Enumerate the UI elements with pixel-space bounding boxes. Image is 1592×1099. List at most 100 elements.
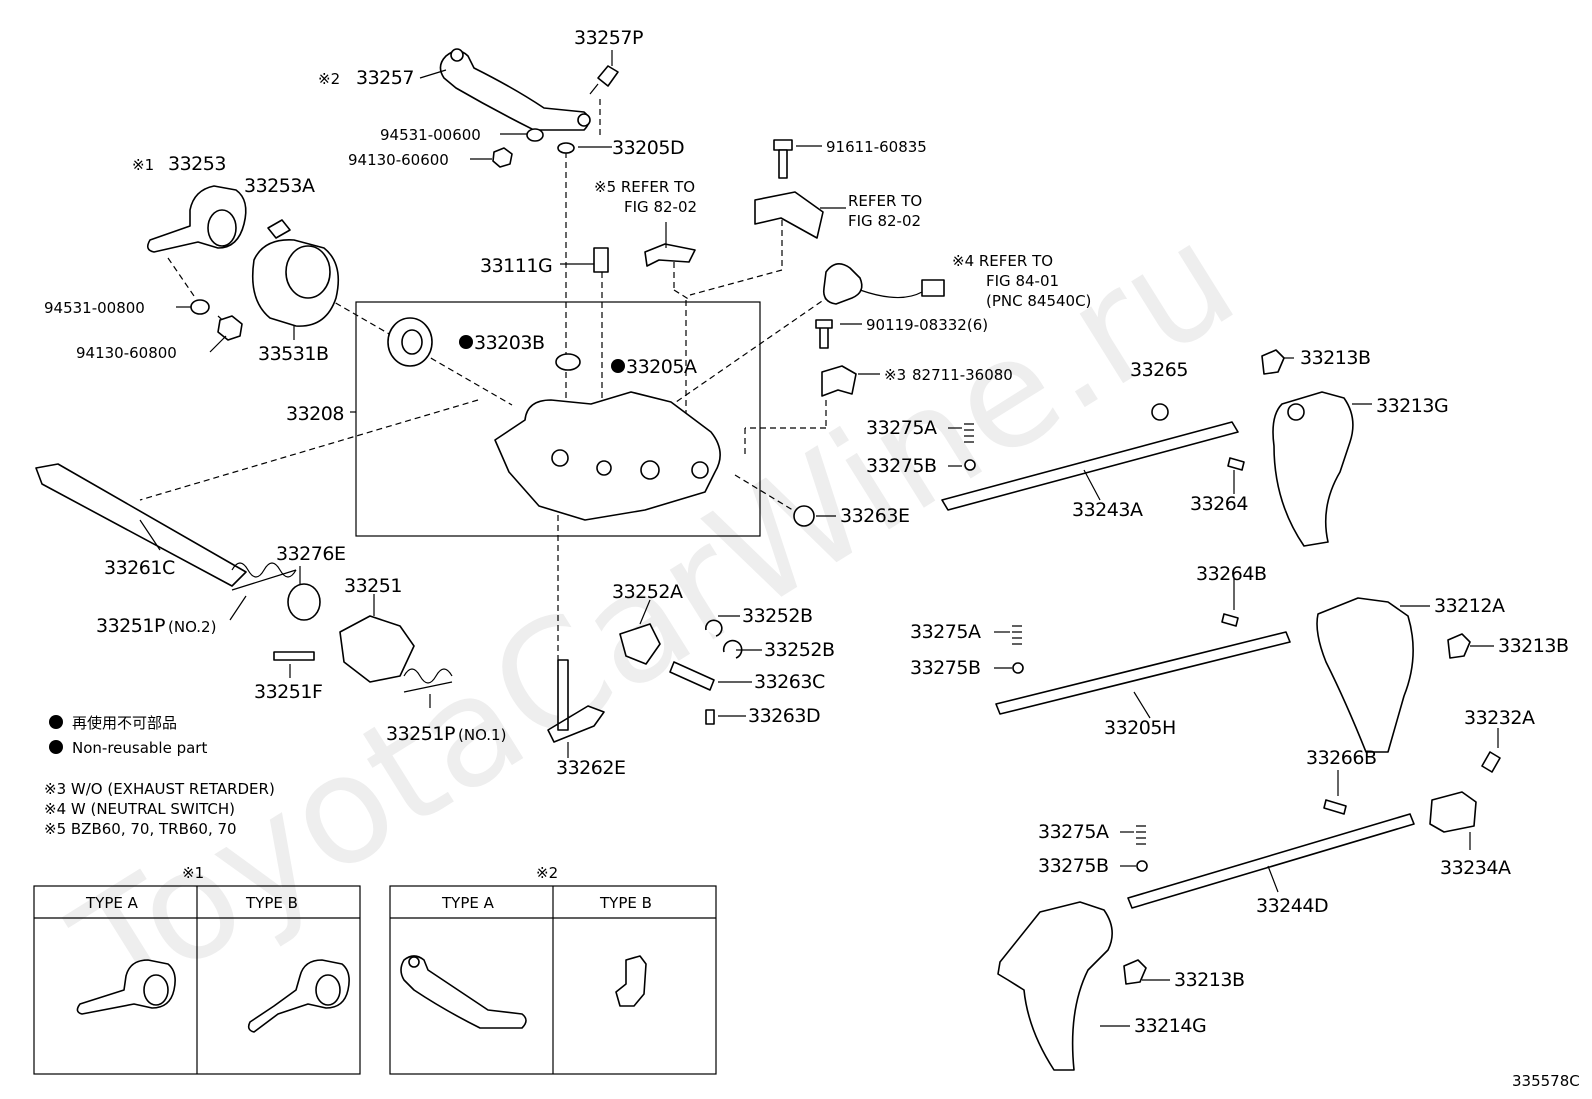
label-33263C: 33263C [754, 671, 825, 693]
label-33265: 33265 [1130, 359, 1188, 381]
label-33205A: 33205A [626, 356, 697, 378]
note-3: ※3 W/O (EXHAUST RETARDER) [44, 780, 275, 798]
label-33275A-a: 33275A [866, 417, 937, 439]
label-33203B: 33203B [474, 332, 544, 354]
label-82711-36080: 82711-36080 [912, 366, 1013, 384]
legend-en: Non-reusable part [72, 739, 207, 757]
spring-33251P-no2 [231, 562, 297, 591]
table1-mark: ※1 [182, 864, 204, 882]
collar-33263E [793, 505, 815, 527]
pin-33263C [669, 661, 715, 691]
label-33263D: 33263D [748, 705, 820, 727]
spring-33275A-b [1012, 625, 1022, 645]
label-33205D: 33205D [612, 137, 684, 159]
label-94531-00600: 94531-00600 [380, 126, 481, 144]
bolt-33213B-bottom [1123, 959, 1147, 985]
figure-code: 335578C [1512, 1072, 1580, 1090]
label-33252B-a: 33252B [742, 605, 812, 627]
mark-33253: ※1 [132, 156, 154, 174]
fork-33214G [997, 901, 1113, 1071]
housing-33208 [494, 391, 721, 521]
label-leaders [139, 50, 1499, 1027]
table2-mark: ※2 [536, 864, 558, 882]
label-33262E: 33262E [556, 757, 625, 779]
label-91611-60835: 91611-60835 [826, 138, 927, 156]
table1-col-a: TYPE A [85, 894, 139, 912]
shift-arm-33257 [439, 50, 590, 131]
spring-33251P-no1 [403, 668, 453, 693]
bolt-33213B-top [1261, 349, 1285, 375]
label-33257: 33257 [356, 67, 414, 89]
arm-type-a [400, 955, 527, 1029]
washer-94531-00800 [190, 299, 210, 315]
label-33276E: 33276E [276, 543, 345, 565]
bolt-91611-60835 [773, 139, 793, 151]
label-33253: 33253 [168, 153, 226, 175]
label-33251P-no2-suffix: (NO.2) [168, 618, 216, 636]
label-33251: 33251 [344, 575, 402, 597]
lever-33262E [547, 659, 605, 743]
label-90119-08332: 90119-08332(6) [866, 316, 988, 334]
pin-33264B [1221, 613, 1239, 627]
label-33264B: 33264B [1196, 563, 1266, 585]
table1-col-b: TYPE B [245, 894, 298, 912]
label-33234A: 33234A [1440, 857, 1511, 879]
bracket-refer-5 [644, 243, 696, 267]
bracket-82711-36080 [821, 365, 857, 397]
bushing-33205A [555, 353, 581, 371]
washer-94531-00600 [526, 128, 544, 142]
mark-33257: ※2 [318, 70, 340, 88]
legend-dot-en [49, 740, 63, 754]
refer-line1: REFER TO [848, 192, 922, 210]
clip-33252B-a [705, 619, 723, 637]
label-33264: 33264 [1190, 493, 1248, 515]
pin-33263D [705, 709, 715, 725]
label-33213B-bottom: 33213B [1174, 969, 1244, 991]
bushing-33276E [287, 583, 321, 621]
label-33275B-b: 33275B [910, 657, 980, 679]
spring-33275A-c [1136, 825, 1146, 845]
ball-33275B-b [1012, 662, 1024, 674]
label-33252B-b: 33252B [764, 639, 834, 661]
fork-33213G [1272, 391, 1354, 547]
label-33251P-no1-suffix: (NO.1) [458, 726, 506, 744]
bracket-refer [754, 191, 824, 239]
pin-33266B [1323, 799, 1347, 815]
legend-dot-jp [49, 715, 63, 729]
note-5: ※5 BZB60, 70, TRB60, 70 [44, 820, 237, 838]
label-33232A: 33232A [1464, 707, 1535, 729]
label-33213B-mid: 33213B [1498, 635, 1568, 657]
label-33266B: 33266B [1306, 747, 1376, 769]
label-33275A-b: 33275A [910, 621, 981, 643]
pin-33251F [273, 651, 315, 661]
refer-line2: FIG 82-02 [848, 212, 921, 230]
label-94130-60600: 94130-60600 [348, 151, 449, 169]
label-33252A: 33252A [612, 581, 683, 603]
legend-jp: 再使用不可部品 [72, 714, 177, 732]
label-33275A-c: 33275A [1038, 821, 1109, 843]
label-33263E: 33263E [840, 505, 909, 527]
clip-33252B-b [722, 639, 743, 659]
block-33251 [339, 615, 415, 683]
label-33275B-a: 33275B [866, 455, 936, 477]
label-33243A: 33243A [1072, 499, 1143, 521]
label-33261C: 33261C [104, 557, 175, 579]
label-94531-00800: 94531-00800 [44, 299, 145, 317]
label-33244D: 33244D [1256, 895, 1328, 917]
label-33251P-no2: 33251P [96, 615, 165, 637]
washer-33205D [557, 142, 575, 154]
cap-33265 [1151, 403, 1169, 421]
table2-col-a: TYPE A [441, 894, 495, 912]
label-33208: 33208 [286, 403, 344, 425]
shaft-33243A [941, 421, 1239, 511]
neutral-switch [822, 263, 863, 305]
pin-33253A [267, 219, 291, 239]
block-33234A [1429, 791, 1477, 833]
pin-33232A [1481, 751, 1501, 773]
label-33253A: 33253A [244, 175, 315, 197]
refer4-line2: FIG 84-01 [986, 272, 1059, 290]
label-33213B-top: 33213B [1300, 347, 1370, 369]
label-33257P: 33257P [574, 27, 643, 49]
refer5-line2: FIG 82-02 [624, 198, 697, 216]
label-33213G: 33213G [1376, 395, 1448, 417]
